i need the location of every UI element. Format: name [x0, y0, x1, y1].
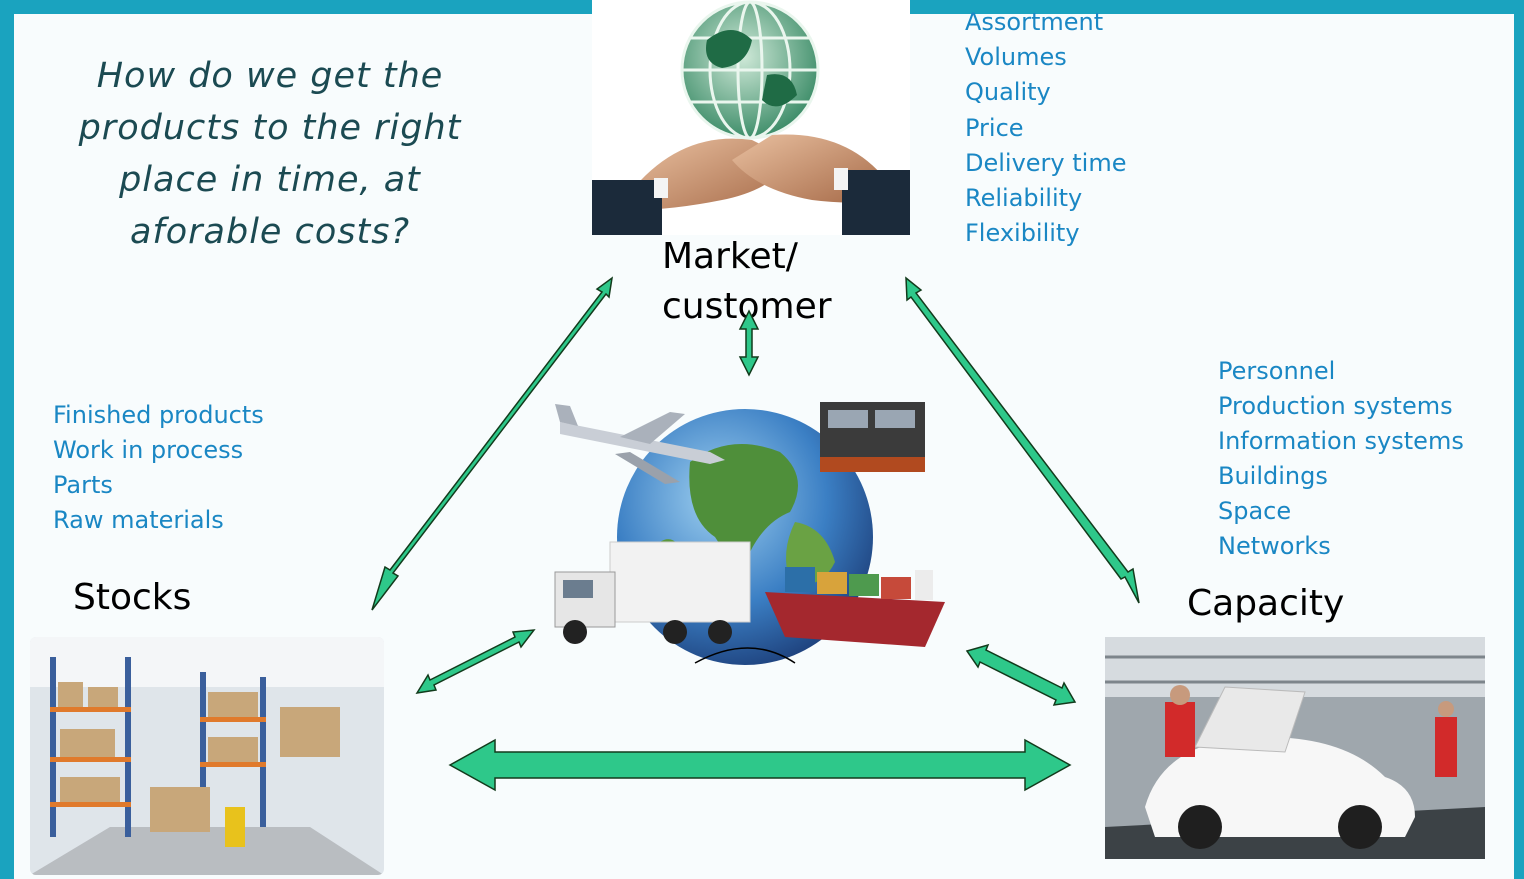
warehouse-image — [30, 637, 384, 875]
list-item: Delivery time — [965, 148, 1127, 177]
arrow-stocks-globe — [415, 629, 536, 694]
list-item: Quality — [965, 78, 1051, 107]
list-item: Parts — [53, 471, 113, 499]
arrow-market-globe — [738, 309, 760, 377]
arrow-market-capacity — [905, 276, 1140, 604]
question-text: How do we get the products to the right … — [78, 56, 462, 252]
market-label-line1: Market/ — [662, 236, 798, 277]
list-item: Work in process — [53, 436, 244, 464]
list-item: Volumes — [965, 43, 1067, 72]
list-item: Finished products — [53, 401, 264, 429]
list-item: Information systems — [1218, 427, 1464, 455]
stocks-label: Stocks — [73, 577, 192, 618]
capacity-label: Capacity — [1187, 583, 1345, 624]
list-item: Reliability — [965, 184, 1083, 213]
list-item: Buildings — [1218, 462, 1328, 490]
globe-base-curve — [694, 647, 796, 664]
list-item: Production systems — [1218, 392, 1453, 420]
list-item: Personnel — [1218, 357, 1336, 385]
arrow-globe-capacity — [965, 643, 1077, 706]
market-attributes-list: Assortment Volumes Quality Price Deliver… — [965, 5, 1126, 251]
transport-globe-image — [540, 372, 950, 672]
slide-frame-right — [1514, 0, 1524, 879]
list-item: Flexibility — [965, 219, 1080, 248]
list-item: Assortment — [965, 8, 1104, 36]
list-item: Space — [1218, 497, 1292, 525]
arrow-stocks-market — [371, 276, 614, 611]
handshake-globe-image — [592, 0, 910, 235]
list-item: Raw materials — [53, 506, 224, 534]
arrow-stocks-capacity — [448, 738, 1072, 792]
list-item: Networks — [1218, 532, 1331, 560]
stocks-items-list: Finished products Work in process Parts … — [53, 398, 264, 538]
capacity-items-list: Personnel Production systems Information… — [1218, 354, 1464, 564]
slide-frame-left — [0, 0, 14, 879]
car-factory-image — [1105, 637, 1485, 859]
list-item: Price — [965, 113, 1024, 142]
